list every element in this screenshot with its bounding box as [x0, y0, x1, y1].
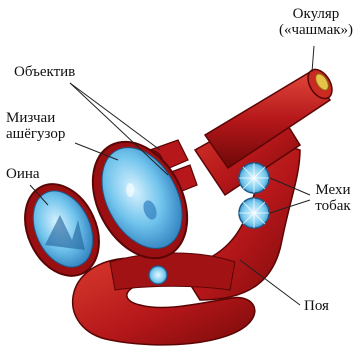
label-screws: Мехи тобак — [308, 182, 358, 214]
label-eyepiece-line2: («чашмак») — [276, 22, 356, 38]
label-eyepiece-line1: Окуляр — [276, 6, 356, 22]
label-stage: Мизчаи ашёгузор — [6, 110, 65, 142]
label-foot: Поя — [304, 298, 329, 314]
label-eyepiece: Окуляр («чашмак») — [276, 6, 356, 38]
label-stage-line2: ашёгузор — [6, 126, 65, 142]
label-mirror: Оина — [6, 166, 40, 182]
label-objective: Объектив — [14, 64, 75, 80]
label-screws-line2: тобак — [308, 198, 358, 214]
label-screws-line1: Мехи — [308, 182, 358, 198]
label-stage-line1: Мизчаи — [6, 110, 65, 126]
leader-eyepiece — [312, 46, 314, 72]
leader-objective-1 — [70, 83, 160, 150]
